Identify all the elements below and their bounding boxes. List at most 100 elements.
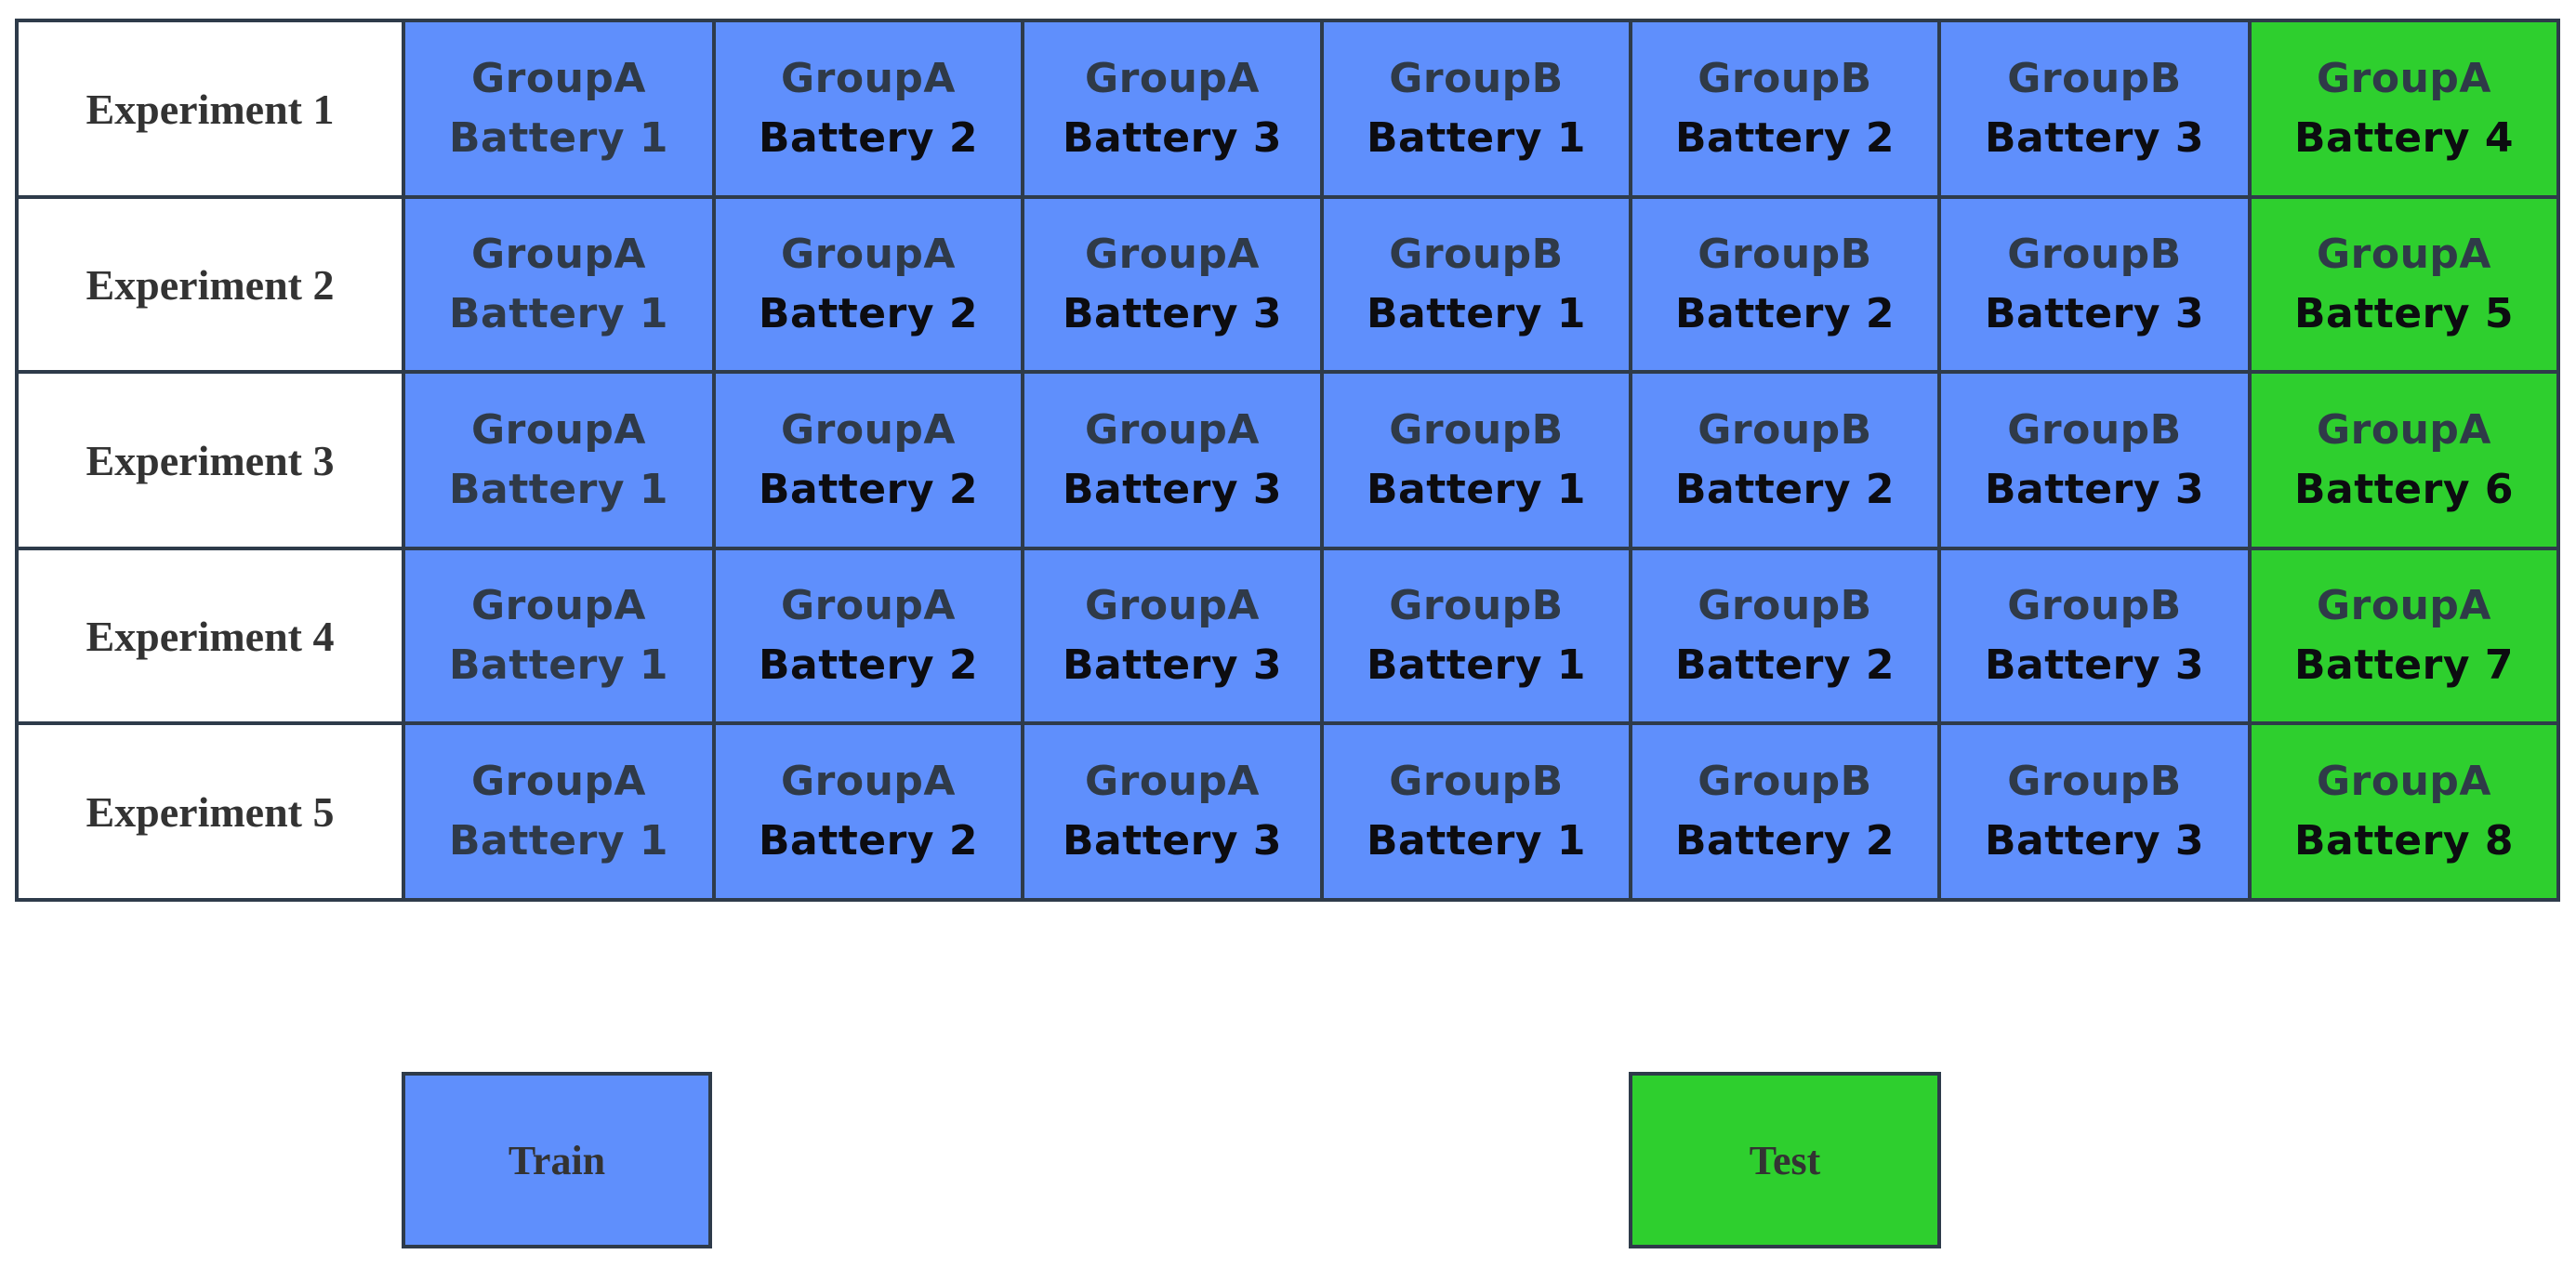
experiment-label: Experiment 3	[86, 436, 335, 484]
train-battery-cell: GroupB Battery 3	[1937, 370, 2252, 550]
experiment-label-cell: Experiment 3	[15, 370, 405, 550]
battery-name: Battery 8	[2294, 817, 2514, 865]
train-battery-cell: GroupA Battery 1	[402, 19, 716, 199]
battery-name: Battery 1	[1367, 641, 1586, 689]
battery-name: Battery 1	[1367, 466, 1586, 513]
battery-name: Battery 2	[759, 641, 978, 689]
experiment-label: Experiment 1	[86, 85, 335, 133]
experiment-label-cell: Experiment 1	[15, 19, 405, 199]
legend-train: Train	[402, 1072, 712, 1248]
train-battery-cell: GroupA Battery 1	[402, 370, 716, 550]
train-battery-cell: GroupB Battery 2	[1629, 547, 1941, 725]
experiment-label-cell: Experiment 4	[15, 547, 405, 725]
battery-name: Battery 2	[759, 114, 978, 162]
group-name: GroupA	[471, 231, 646, 278]
train-battery-cell: GroupA Battery 1	[402, 721, 716, 902]
battery-name: Battery 5	[2294, 290, 2514, 337]
train-battery-cell: GroupA Battery 3	[1021, 721, 1324, 902]
battery-name: Battery 2	[759, 290, 978, 337]
group-name: GroupB	[2007, 758, 2182, 805]
train-battery-cell: GroupA Battery 2	[712, 547, 1024, 725]
train-battery-cell: GroupA Battery 3	[1021, 547, 1324, 725]
group-name: GroupB	[2007, 406, 2182, 454]
group-name: GroupA	[2317, 582, 2491, 629]
group-name: GroupB	[1698, 758, 1872, 805]
train-battery-cell: GroupB Battery 1	[1320, 195, 1632, 374]
group-name: GroupA	[471, 582, 646, 629]
battery-name: Battery 3	[1985, 290, 2204, 337]
group-name: GroupA	[1085, 231, 1260, 278]
battery-name: Battery 2	[1675, 817, 1895, 865]
train-battery-cell: GroupB Battery 3	[1937, 547, 2252, 725]
group-name: GroupA	[471, 758, 646, 805]
experiment-label: Experiment 2	[86, 260, 335, 309]
battery-name: Battery 7	[2294, 641, 2514, 689]
battery-name: Battery 2	[1675, 641, 1895, 689]
test-battery-cell: GroupA Battery 7	[2248, 547, 2560, 725]
battery-name: Battery 2	[1675, 466, 1895, 513]
group-name: GroupB	[1698, 406, 1872, 454]
group-name: GroupA	[781, 55, 956, 102]
group-name: GroupA	[781, 406, 956, 454]
group-name: GroupA	[1085, 582, 1260, 629]
group-name: GroupA	[781, 231, 956, 278]
battery-name: Battery 2	[759, 817, 978, 865]
group-name: GroupB	[2007, 582, 2182, 629]
test-battery-cell: GroupA Battery 6	[2248, 370, 2560, 550]
battery-name: Battery 3	[1985, 466, 2204, 513]
group-name: GroupA	[781, 582, 956, 629]
battery-name: Battery 1	[1367, 290, 1586, 337]
group-name: GroupA	[2317, 55, 2491, 102]
battery-name: Battery 3	[1063, 114, 1282, 162]
legend-train-label: Train	[508, 1137, 606, 1183]
battery-name: Battery 3	[1985, 641, 2204, 689]
battery-name: Battery 1	[449, 466, 668, 513]
group-name: GroupB	[1389, 231, 1564, 278]
train-battery-cell: GroupA Battery 3	[1021, 195, 1324, 374]
group-name: GroupB	[2007, 231, 2182, 278]
battery-name: Battery 3	[1063, 817, 1282, 865]
battery-name: Battery 1	[449, 114, 668, 162]
group-name: GroupB	[1698, 582, 1872, 629]
train-battery-cell: GroupA Battery 2	[712, 195, 1024, 374]
group-name: GroupB	[1389, 55, 1564, 102]
battery-name: Battery 6	[2294, 466, 2514, 513]
group-name: GroupB	[1389, 406, 1564, 454]
battery-name: Battery 3	[1063, 641, 1282, 689]
group-name: GroupA	[2317, 231, 2491, 278]
train-battery-cell: GroupB Battery 2	[1629, 370, 1941, 550]
group-name: GroupB	[2007, 55, 2182, 102]
train-battery-cell: GroupB Battery 2	[1629, 721, 1941, 902]
experiment-label-cell: Experiment 2	[15, 195, 405, 374]
test-battery-cell: GroupA Battery 4	[2248, 19, 2560, 199]
battery-name: Battery 1	[449, 817, 668, 865]
group-name: GroupB	[1698, 55, 1872, 102]
battery-name: Battery 4	[2294, 114, 2514, 162]
battery-name: Battery 3	[1063, 290, 1282, 337]
train-battery-cell: GroupB Battery 2	[1629, 19, 1941, 199]
group-name: GroupB	[1698, 231, 1872, 278]
battery-name: Battery 2	[1675, 114, 1895, 162]
train-battery-cell: GroupA Battery 2	[712, 19, 1024, 199]
experiment-label: Experiment 5	[86, 787, 335, 836]
group-name: GroupA	[471, 55, 646, 102]
group-name: GroupA	[1085, 406, 1260, 454]
battery-name: Battery 1	[449, 641, 668, 689]
group-name: GroupA	[471, 406, 646, 454]
group-name: GroupA	[1085, 758, 1260, 805]
group-name: GroupB	[1389, 758, 1564, 805]
legend-test-label: Test	[1749, 1137, 1821, 1183]
experiment-label: Experiment 4	[86, 612, 335, 660]
legend-test: Test	[1629, 1072, 1941, 1248]
train-battery-cell: GroupB Battery 1	[1320, 370, 1632, 550]
group-name: GroupA	[2317, 406, 2491, 454]
